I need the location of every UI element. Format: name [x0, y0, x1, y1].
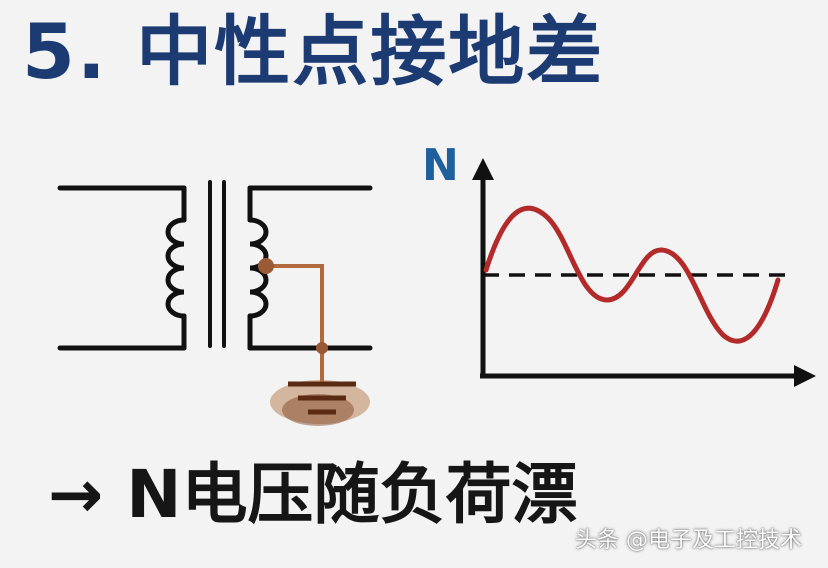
neutral-voltage-plot [472, 158, 816, 387]
secondary-coil [247, 217, 269, 319]
y-axis-label: N [422, 140, 459, 191]
neutral-voltage-wave [483, 205, 781, 344]
neutral-ground-connection [258, 258, 370, 426]
watermark: 头条 @电子及工控技术 [575, 528, 802, 553]
x-axis-arrow [794, 365, 816, 387]
ground-wire [266, 264, 324, 382]
junction-dot [316, 342, 328, 354]
y-axis-arrow [472, 158, 494, 180]
neutral-point-dot [258, 258, 274, 274]
page-title: 5. 中性点接地差 [22, 7, 605, 96]
caption: → N电压随负荷漂 [48, 456, 578, 533]
corrosion-stain [270, 380, 370, 424]
primary-coil [165, 217, 187, 319]
transformer-symbol [57, 180, 373, 351]
